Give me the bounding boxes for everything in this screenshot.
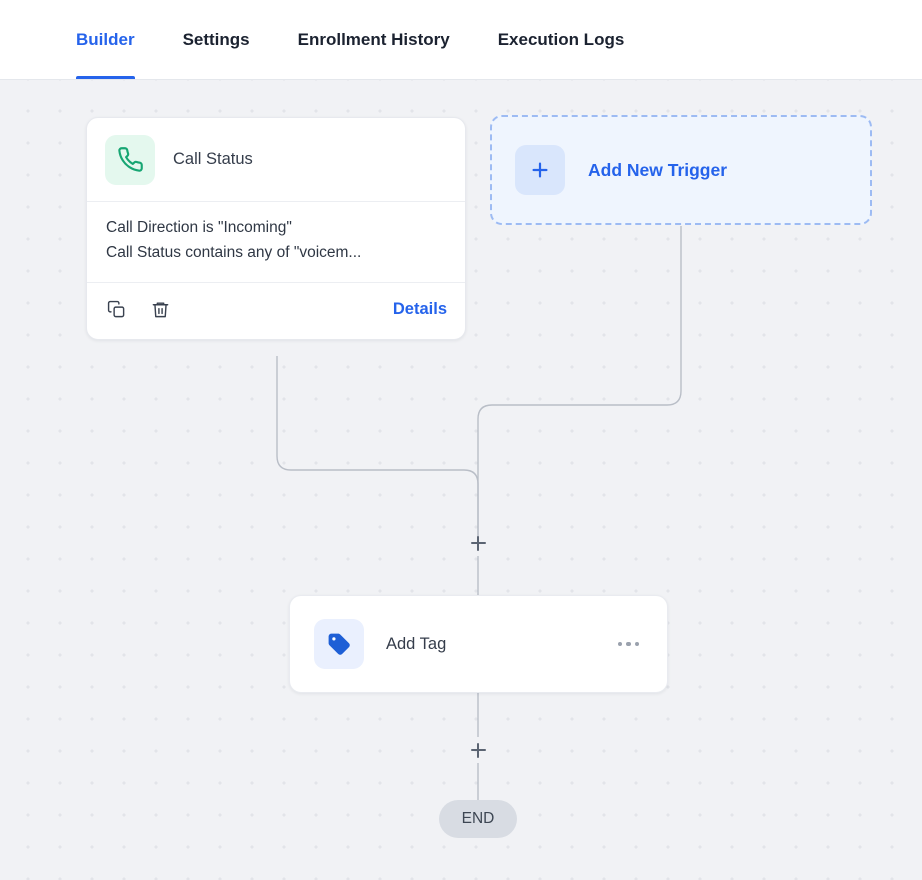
trigger-card-footer: Details: [87, 283, 465, 339]
add-step-above-action-button[interactable]: [465, 530, 491, 556]
condition-line: Call Direction is "Incoming": [106, 219, 292, 236]
tab-enrollment-history[interactable]: Enrollment History: [298, 0, 450, 79]
add-step-below-action-button[interactable]: [465, 737, 491, 763]
tab-builder-label: Builder: [76, 29, 135, 49]
trigger-card-call-status[interactable]: Call Status Call Direction is "Incoming"…: [86, 117, 466, 340]
action-card-title: Add Tag: [386, 634, 447, 653]
end-node-label: END: [461, 810, 495, 827]
tab-settings[interactable]: Settings: [183, 0, 250, 79]
add-new-trigger-label: Add New Trigger: [588, 159, 728, 180]
phone-icon: [105, 134, 155, 185]
trigger-card-header: Call Status: [87, 118, 465, 202]
action-card-add-tag[interactable]: Add Tag: [289, 595, 668, 693]
tab-settings-label: Settings: [182, 29, 250, 49]
tab-enrollment-history-label: Enrollment History: [297, 29, 450, 49]
dot: [617, 641, 622, 647]
tab-list: Builder Settings Enrollment History Exec…: [76, 0, 624, 79]
end-node: END: [439, 800, 517, 838]
edge-trigger-to-trunk: [276, 356, 479, 543]
details-link[interactable]: Details: [392, 300, 447, 319]
add-new-trigger-button[interactable]: Add New Trigger: [490, 115, 872, 225]
tag-icon: [314, 619, 364, 669]
dot: [626, 641, 631, 647]
more-horizontal-icon[interactable]: [612, 636, 646, 653]
trash-icon[interactable]: [149, 299, 171, 321]
dot: [634, 641, 639, 647]
tab-bar: Builder Settings Enrollment History Exec…: [0, 0, 922, 80]
tab-execution-logs[interactable]: Execution Logs: [498, 0, 625, 79]
tab-execution-logs-label: Execution Logs: [497, 29, 625, 49]
condition-line: Call Status contains any of "voicem...: [106, 243, 362, 261]
workflow-canvas[interactable]: Call Status Call Direction is "Incoming"…: [0, 80, 922, 880]
trigger-card-conditions: Call Direction is "Incoming" Call Status…: [87, 202, 465, 283]
trigger-card-title: Call Status: [173, 150, 253, 168]
trigger-card-actions: [105, 299, 171, 321]
copy-icon[interactable]: [105, 299, 127, 321]
edge-addtrigger-to-trunk: [477, 226, 682, 543]
tab-builder[interactable]: Builder: [76, 0, 135, 79]
plus-icon: [515, 145, 565, 195]
